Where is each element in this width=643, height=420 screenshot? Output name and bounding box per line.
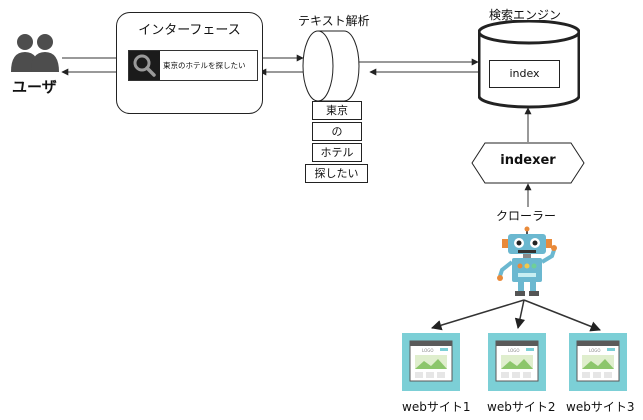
search-box[interactable]: 東京のホテルを探したい: [128, 50, 258, 81]
token-item: 探したい: [305, 164, 368, 183]
robot-icon: [497, 226, 557, 296]
token-item: 東京: [312, 101, 362, 120]
svg-text:LOGO: LOGO: [422, 348, 433, 353]
website-thumbnail-2: LOGO: [488, 333, 546, 395]
arrow-crawler-to-site3: [523, 299, 601, 332]
svg-text:LOGO: LOGO: [508, 348, 519, 353]
user-label: ユーザ: [12, 78, 57, 96]
token-item: の: [312, 122, 362, 141]
webpage-icon: LOGO: [402, 333, 460, 391]
arrow-crawler-to-site2: [514, 299, 526, 330]
webpage-icon: LOGO: [488, 333, 546, 391]
search-engine-title: 検索エンジン: [489, 8, 562, 22]
website-label: webサイト3: [566, 400, 635, 414]
crawler-label: クローラー: [496, 209, 557, 223]
arrow-crawler-to-site1: [430, 299, 525, 331]
text-analysis-cylinder-icon: [302, 30, 360, 102]
website-label: webサイト1: [402, 400, 471, 414]
indexer-label: indexer: [500, 153, 556, 168]
token-item: ホテル: [312, 143, 362, 162]
text-analysis-title: テキスト解析: [298, 14, 370, 28]
interface-title: インターフェース: [138, 23, 241, 38]
webpage-icon: LOGO: [569, 333, 627, 391]
svg-text:LOGO: LOGO: [589, 348, 600, 353]
search-query-text: 東京のホテルを探したい: [163, 61, 246, 70]
users-icon: [11, 34, 59, 72]
indexer-hexagon: [471, 142, 585, 184]
website-thumbnail-1: LOGO: [402, 333, 460, 395]
index-box: index: [489, 60, 560, 88]
magnifier-icon: [129, 51, 160, 80]
website-thumbnail-3: LOGO: [569, 333, 627, 395]
website-label: webサイト2: [487, 400, 556, 414]
